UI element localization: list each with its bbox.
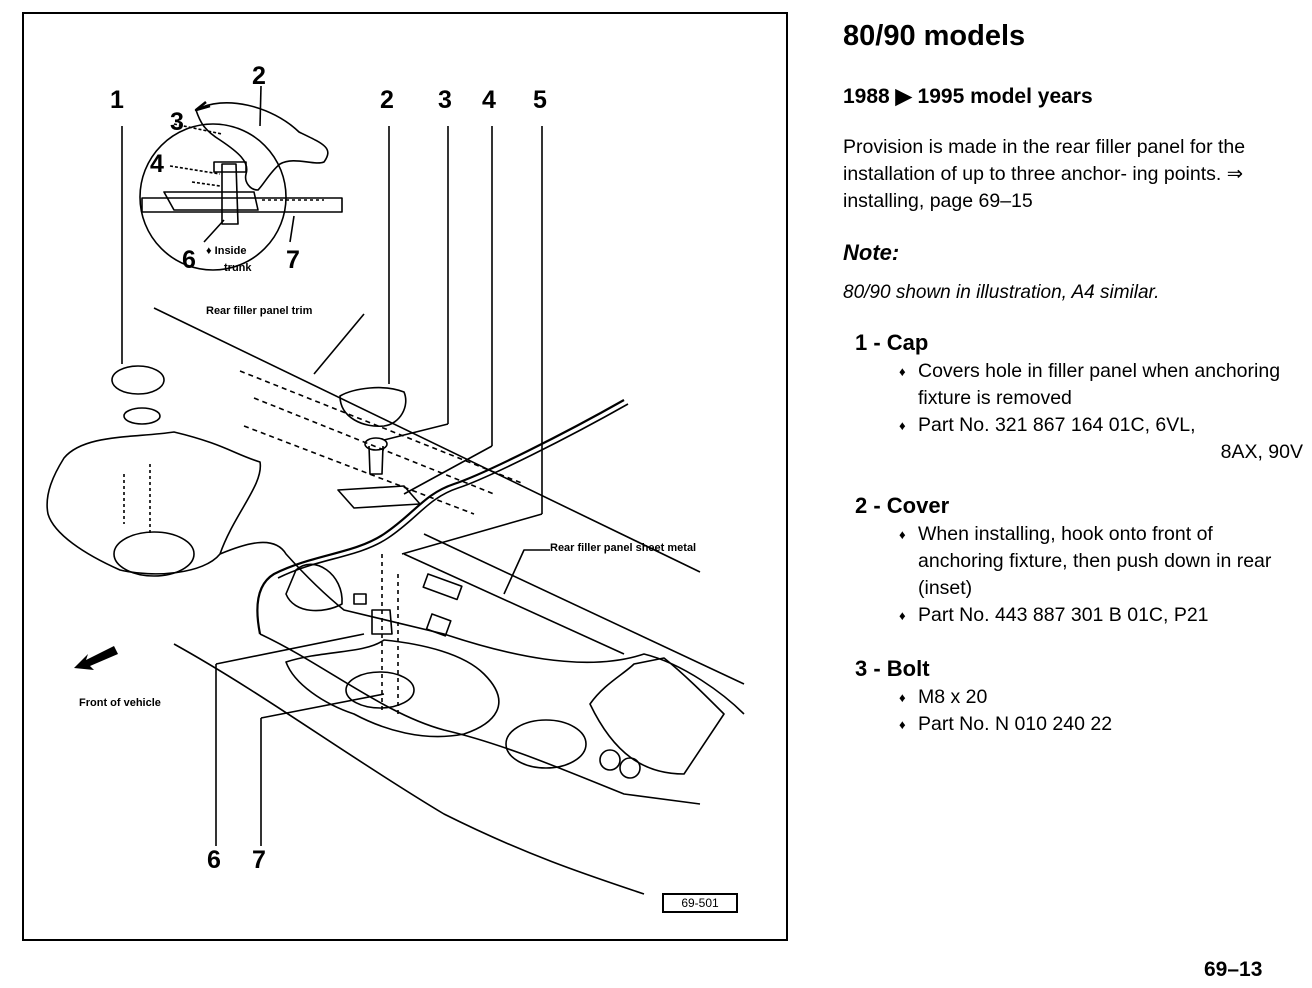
illustration-frame: 1 2 3 4 5 6 7 2 3 4 6 7 ♦ Inside trunk R… (22, 12, 788, 941)
item-bolt: 3 - Bolt ♦M8 x 20 ♦Part No. N 010 240 22 (855, 656, 1303, 738)
diamond-bullet-icon: ♦ (899, 608, 906, 623)
list-item: ♦Part No. 321 867 164 01C, 6VL,8AX, 90V (897, 412, 1303, 466)
callout-7: 7 (252, 846, 266, 874)
callout-1: 1 (110, 86, 124, 114)
item-cap: 1 - Cap ♦Covers hole in filler panel whe… (855, 330, 1303, 466)
inset-callout-7: 7 (286, 246, 300, 274)
list-item: ♦Covers hole in filler panel when anchor… (899, 360, 1281, 409)
diamond-bullet-icon: ♦ (899, 364, 906, 379)
page-title: 80/90 models (843, 20, 1026, 52)
inset-callout-2: 2 (252, 62, 266, 90)
inset-note-trunk: trunk (224, 262, 252, 274)
anchoring-fixture (337, 485, 421, 509)
part-cover (339, 386, 407, 428)
front-arrow-icon (74, 646, 118, 670)
inset-callout-4: 4 (150, 150, 164, 178)
item-cover: 2 - Cover ♦When installing, hook onto fr… (855, 493, 1303, 629)
callout-2: 2 (380, 86, 394, 114)
figure-code: 69-501 (662, 893, 738, 913)
list-item: ♦Part No. 443 887 301 B 01C, P21 (897, 602, 1303, 629)
note-body: 80/90 shown in illustration, A4 similar. (843, 282, 1160, 303)
page-number: 69–13 (1204, 958, 1263, 981)
rear-filler-sheet-metal (219, 541, 745, 715)
note-heading: Note: (843, 240, 900, 265)
diamond-bullet-icon: ♦ (899, 690, 906, 705)
inset-note-inside: ♦ Inside (206, 245, 247, 257)
part-cap (111, 365, 165, 395)
label-rear-filler-panel-trim: Rear filler panel trim (206, 305, 313, 317)
part-number-continuation: 8AX, 90V (1220, 441, 1303, 463)
inset-base-plate (141, 197, 343, 213)
subtitle: 1988 ▶ 1995 model years (843, 85, 1093, 108)
list-item: ♦Part No. N 010 240 22 (897, 711, 1303, 738)
list-item: ♦M8 x 20 (897, 684, 1303, 711)
inset-cover (195, 102, 329, 191)
item-heading: 2 - Cover (855, 493, 950, 518)
callout-4: 4 (482, 86, 496, 114)
exploded-view-drawing (46, 85, 745, 895)
item-heading: 3 - Bolt (855, 656, 930, 681)
item-heading: 1 - Cap (855, 330, 929, 355)
inset-circle (139, 123, 287, 271)
callout-3: 3 (438, 86, 452, 114)
callout-6: 6 (207, 846, 221, 874)
label-rear-filler-panel-sheet-metal: Rear filler panel sheet metal (550, 542, 697, 554)
list-item: ♦When installing, hook onto front of anc… (899, 523, 1272, 599)
center-floor-pan (285, 639, 500, 738)
cable (256, 399, 625, 635)
diamond-bullet-icon: ♦ (899, 717, 906, 732)
diamond-bullet-icon: ♦ (899, 527, 906, 542)
left-floor-pan (46, 431, 262, 575)
callout-5: 5 (533, 86, 547, 114)
intro-paragraph: Provision is made in the rear filler pan… (843, 136, 1246, 212)
diamond-bullet-icon: ♦ (899, 418, 906, 433)
label-front-of-vehicle: Front of vehicle (79, 697, 161, 709)
inset-callout-3: 3 (170, 108, 184, 136)
inset-callout-6: 6 (182, 246, 196, 274)
